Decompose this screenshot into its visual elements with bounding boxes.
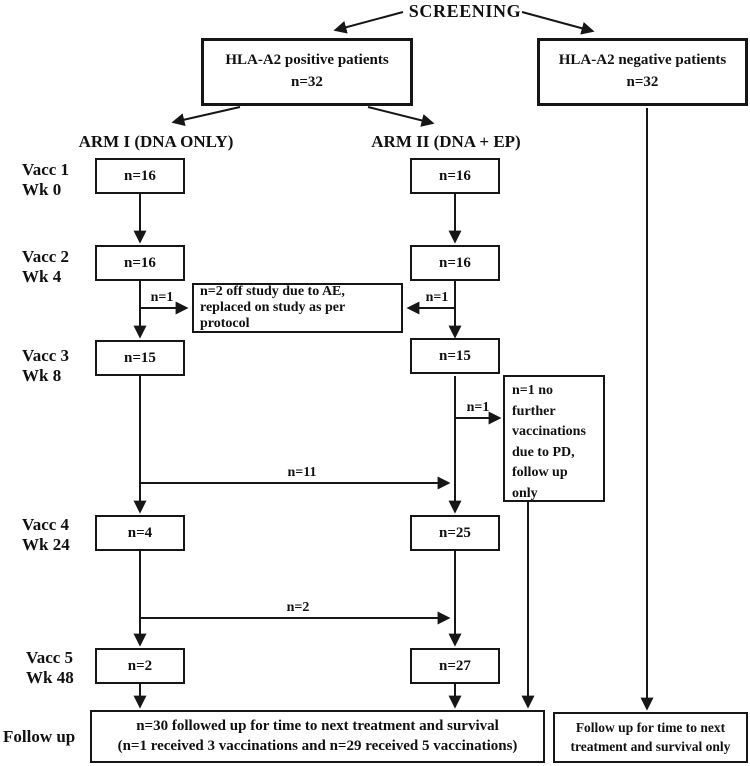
ae-box-line3: protocol [200, 316, 250, 332]
ae-box-line2: replaced on study as per [200, 299, 346, 315]
pd-box-line6: only [512, 485, 538, 501]
row-label-followup: Follow up [3, 727, 76, 746]
row-label-vacc2-line1: Vacc 2 [22, 247, 70, 266]
followup-negative-line1: Follow up for time to next [575, 720, 726, 736]
arm1-label: ARM I (DNA ONLY) [78, 132, 234, 151]
edge-label-arm2-pd: n=1 [466, 400, 490, 415]
pd-box-line3: vaccinations [512, 424, 586, 440]
row-label-vacc3-line2: Wk 8 [22, 365, 62, 385]
followup-main-line1: n=30 followed up for time to next treatm… [136, 718, 499, 734]
row-label-vacc4-line2: Wk 24 [22, 534, 70, 554]
arm2-vacc5-box: n=27 [410, 648, 500, 684]
arrow-screening-to-negative [521, 11, 595, 35]
row-label-vacc5: Vacc 5 Wk 48 [26, 648, 96, 687]
row-label-vacc1-line2: Wk 0 [22, 179, 62, 199]
row-label-vacc4: Vacc 4 Wk 24 [22, 515, 92, 554]
followup-main-line2: (n=1 received 3 vaccinations and n=29 re… [117, 737, 518, 754]
edge-label-crossover-n11: n=11 [287, 465, 317, 480]
hla-negative-count: n=32 [626, 74, 659, 90]
arm2-vacc5-count: n=27 [439, 657, 471, 674]
pd-box-line5: follow up [512, 465, 568, 481]
row-label-vacc2-line2: Wk 4 [22, 266, 62, 286]
row-label-vacc1-line1: Vacc 1 [22, 160, 70, 179]
arm1-vacc5-box: n=2 [95, 648, 185, 684]
arm2-vacc4-box: n=25 [410, 515, 500, 551]
arm1-vacc3-box: n=15 [95, 340, 185, 376]
arm2-vacc4-count: n=25 [439, 524, 471, 541]
row-label-vacc3-line1: Vacc 3 [22, 346, 70, 365]
ae-off-study-box: n=2 off study due to AE, replaced on stu… [192, 283, 403, 333]
arm1-vacc1-box: n=16 [95, 158, 185, 194]
edge-label-arm2-ae: n=1 [425, 290, 449, 305]
arm1-vacc3-count: n=15 [124, 349, 156, 366]
hla-positive-text: HLA-A2 positive patients [225, 52, 389, 69]
arrow-screening-to-positive [333, 11, 404, 34]
ae-box-line1: n=2 off study due to AE, [200, 283, 345, 299]
pd-box-line1: n=1 no [512, 383, 554, 398]
hla-positive-box: HLA-A2 positive patients n=32 [201, 38, 413, 106]
arm1-vacc2-box: n=16 [95, 245, 185, 281]
arm1-vacc1-count: n=16 [124, 167, 156, 184]
arm2-vacc1-box: n=16 [410, 158, 500, 194]
arm2-vacc3-count: n=15 [439, 347, 471, 364]
hla-negative-text: HLA-A2 negative patients [558, 52, 727, 69]
arm1-vacc5-count: n=2 [127, 657, 153, 674]
pd-box-line2: further [512, 403, 556, 419]
arm1-vacc2-count: n=16 [124, 254, 156, 271]
hla-negative-box: HLA-A2 negative patients n=32 [537, 38, 748, 106]
screening-title: SCREENING [408, 1, 522, 21]
arm1-vacc4-count: n=4 [127, 524, 153, 541]
hla-positive-count: n=32 [291, 74, 323, 90]
edge-label-crossover-n2: n=2 [286, 600, 310, 615]
row-label-vacc3: Vacc 3 Wk 8 [22, 346, 92, 385]
arm2-vacc1-count: n=16 [439, 167, 471, 184]
row-label-vacc2: Vacc 2 Wk 4 [22, 247, 92, 286]
pd-no-further-vaccinations-box: n=1 no further vaccinations due to PD, f… [503, 375, 605, 502]
arrow-positive-to-arm1 [171, 106, 241, 127]
arm2-vacc2-box: n=16 [410, 245, 500, 281]
row-label-vacc5-line1: Vacc 5 [26, 648, 74, 667]
followup-negative-line2: treatment and survival only [570, 738, 731, 754]
followup-negative-box: Follow up for time to next treatment and… [553, 712, 748, 763]
row-label-vacc5-line2: Wk 48 [26, 667, 74, 687]
arm2-vacc3-box: n=15 [410, 338, 500, 374]
arm2-vacc2-count: n=16 [439, 254, 471, 271]
arm2-label: ARM II (DNA + EP) [371, 132, 521, 151]
arm1-vacc4-box: n=4 [95, 515, 185, 551]
pd-box-line4: due to PD, [512, 444, 575, 460]
row-label-vacc1: Vacc 1 Wk 0 [22, 160, 92, 199]
followup-main-box: n=30 followed up for time to next treatm… [90, 710, 545, 763]
row-label-vacc4-line1: Vacc 4 [22, 515, 70, 534]
edge-label-arm1-ae: n=1 [150, 290, 174, 305]
arrow-positive-to-arm2 [367, 106, 435, 127]
